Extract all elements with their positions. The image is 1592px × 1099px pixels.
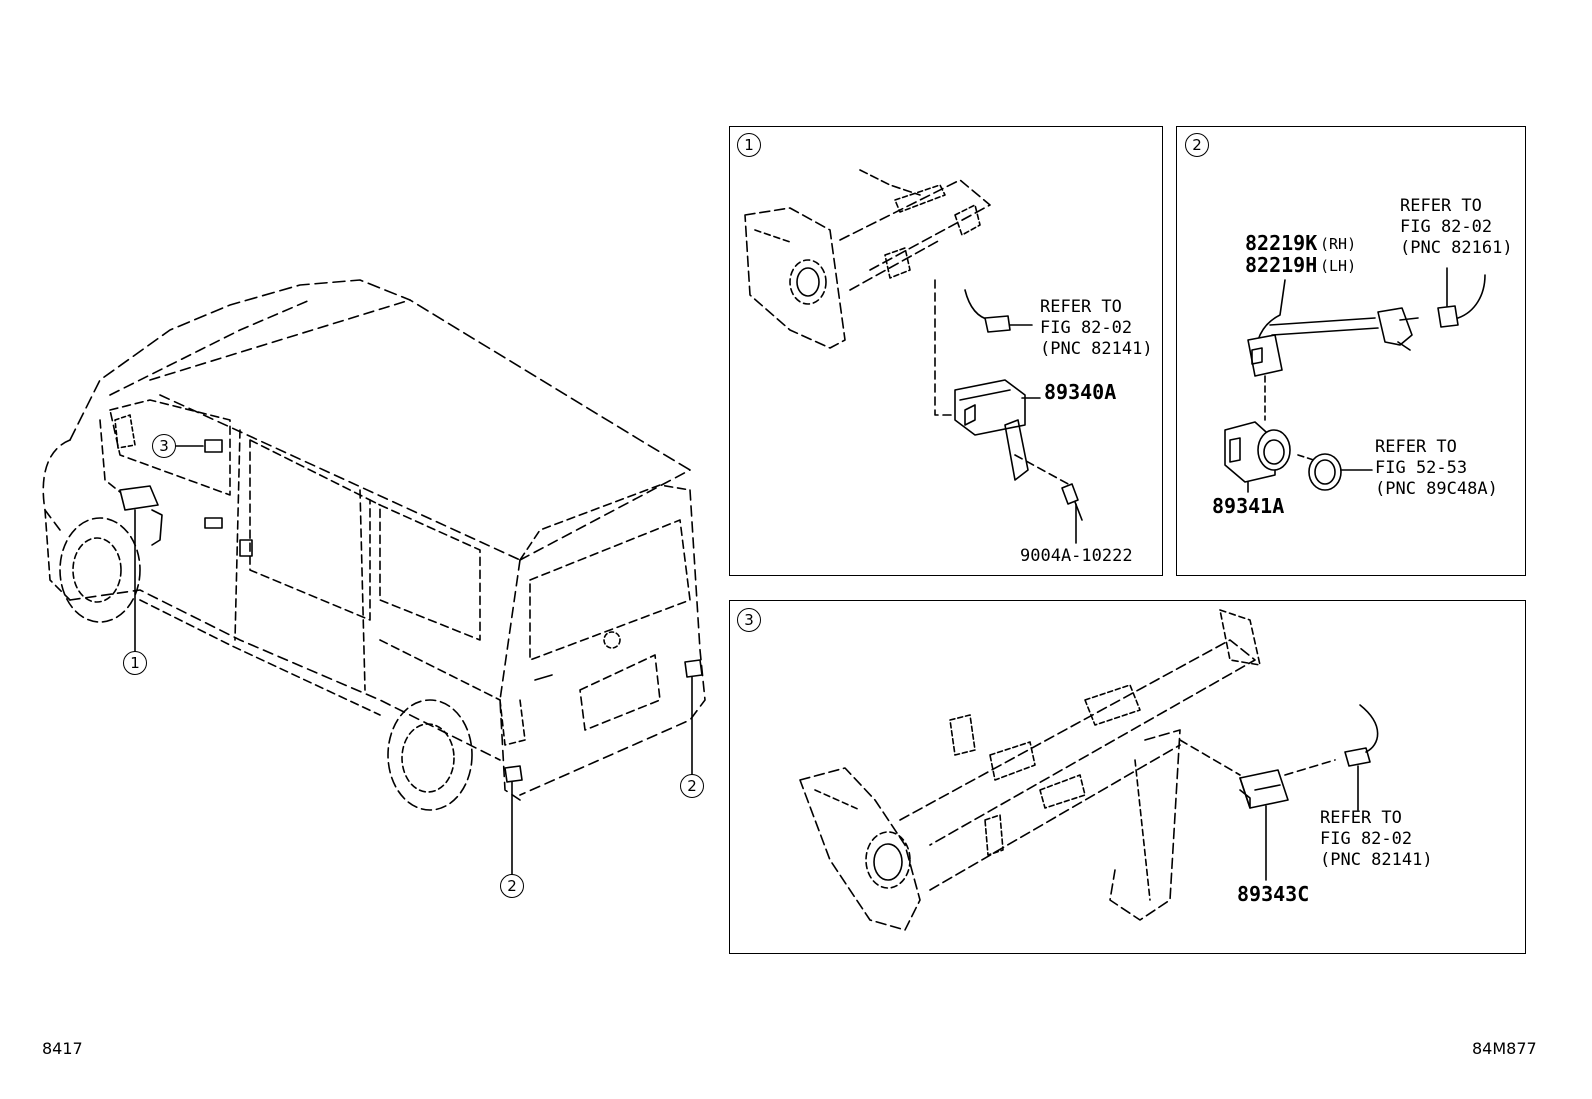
- panel1-ref-line1: REFER TO: [1040, 297, 1122, 317]
- panel-1: [729, 126, 1163, 576]
- panel2-ref-bottom-line1: REFER TO: [1375, 437, 1457, 457]
- panel2-ref-top-line1: REFER TO: [1400, 196, 1482, 216]
- suffix-rh: (RH): [1320, 235, 1357, 253]
- van-callout-2-right: 2: [680, 774, 704, 798]
- part-number-82219K: 82219K: [1245, 231, 1318, 255]
- panel2-ref-top-line3: (PNC 82161): [1400, 238, 1513, 258]
- van-callout-3: 3: [152, 434, 176, 458]
- panel3-drawing: [799, 609, 1379, 931]
- panel-3-marker: 3: [737, 608, 761, 632]
- panel2-ref-bottom-line2: FIG 52-53: [1375, 458, 1468, 478]
- van-callout-2-left: 2: [500, 874, 524, 898]
- panel2-ref-bottom-line3: (PNC 89C48A): [1375, 479, 1498, 499]
- part-number-89340A: 89340A: [1044, 380, 1117, 404]
- panel-2-marker: 2: [1185, 133, 1209, 157]
- page-code-right: 84M877: [1472, 1039, 1537, 1058]
- panel1-ref-line2: FIG 82-02: [1040, 318, 1133, 338]
- panel3-ref-line1: REFER TO: [1320, 808, 1402, 828]
- part-number-82219H: 82219H: [1245, 253, 1318, 277]
- page-code-left: 8417: [42, 1039, 83, 1058]
- panel3-ref-line3: (PNC 82141): [1320, 850, 1433, 870]
- part-number-89343C: 89343C: [1237, 882, 1310, 906]
- part-number-9004A-10222: 9004A-10222: [1020, 546, 1133, 566]
- panel-3: [729, 600, 1526, 954]
- panel-2: [1176, 126, 1526, 576]
- panel1-drawing: [744, 169, 1083, 544]
- panel2-drawing: [1224, 267, 1486, 493]
- van-callout-1: 1: [123, 651, 147, 675]
- panel3-ref-line2: FIG 82-02: [1320, 829, 1413, 849]
- panel-1-marker: 1: [737, 133, 761, 157]
- panel2-ref-top-line2: FIG 82-02: [1400, 217, 1493, 237]
- panel1-ref-line3: (PNC 82141): [1040, 339, 1153, 359]
- part-number-89341A: 89341A: [1212, 494, 1285, 518]
- van-drawing: [42, 279, 706, 875]
- suffix-lh: (LH): [1320, 257, 1357, 275]
